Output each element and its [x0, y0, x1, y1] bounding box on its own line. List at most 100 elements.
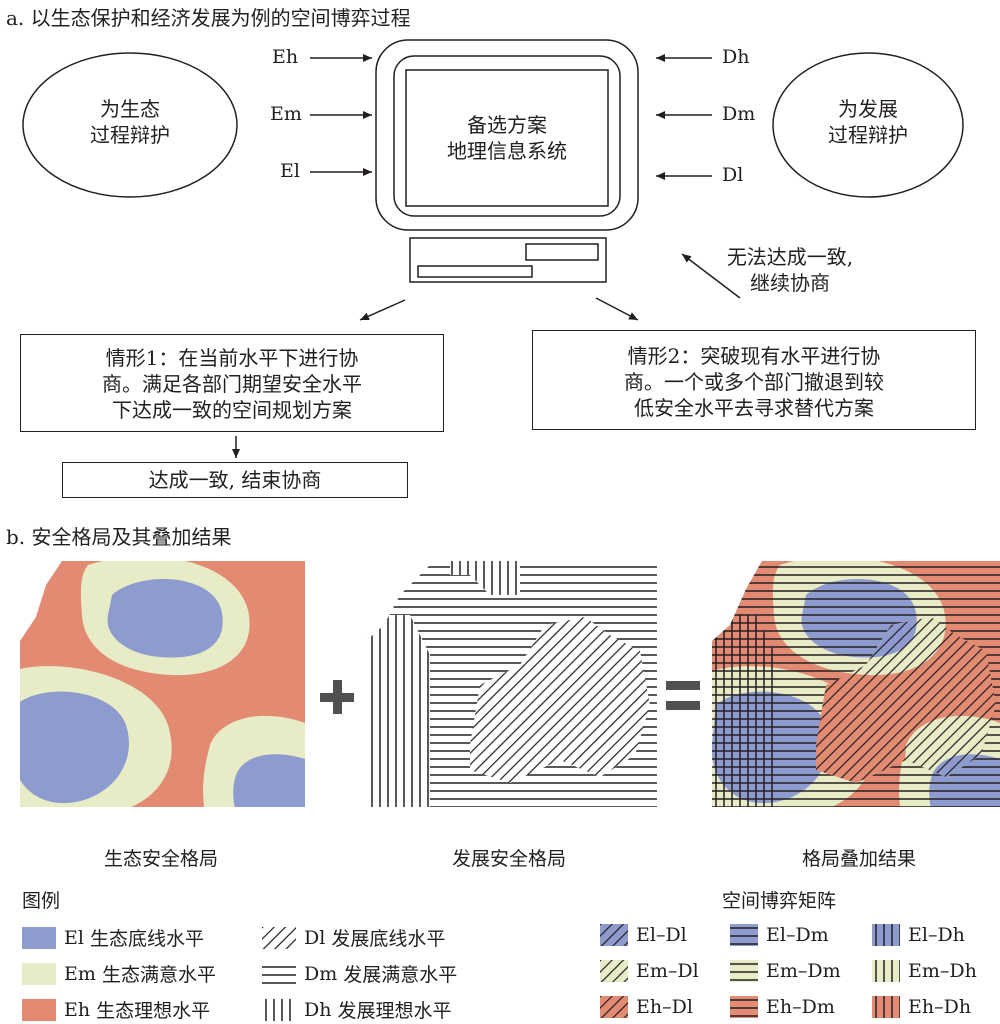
equals-icon [666, 681, 700, 710]
legend-em-code: Em [64, 962, 96, 985]
base-slot-1 [525, 243, 599, 261]
eco-bubble-line-2: 过程辩护 [90, 123, 170, 147]
swatch-dm [262, 962, 296, 985]
legend-el: El 生态底线水平 [22, 924, 204, 951]
case2-line-1: 情形2：突破现有水平进行协 [627, 344, 881, 368]
matrix-em-dl-label: Em–Dl [636, 960, 699, 982]
plus-icon [320, 680, 354, 714]
legend-em-text: 生态满意水平 [101, 964, 216, 986]
swatch-el [22, 926, 56, 949]
case1-line-2: 商。满足各部门期望安全水平 [102, 372, 362, 396]
legend-el-code: El [64, 926, 84, 949]
eco-security-map [20, 561, 305, 807]
case2-line-3: 低安全水平去寻求替代方案 [634, 396, 874, 420]
eco-bubble [22, 52, 238, 198]
legend-eh-code: Eh [64, 998, 91, 1021]
arrow-to-case1 [359, 299, 406, 321]
input-eh: Eh [272, 46, 299, 68]
arrow-loop [681, 253, 741, 299]
swatch-em-dh [872, 960, 900, 982]
eco-map-caption: 生态安全格局 [104, 848, 219, 870]
matrix-el-dh: El–Dh [872, 924, 965, 946]
swatch-el-dl [600, 924, 628, 946]
base-slot-2 [417, 265, 533, 278]
legend-dl-text: 发展底线水平 [331, 928, 446, 950]
legend-dh-text: 发展理想水平 [337, 1000, 452, 1022]
dev-bubble-line-2: 过程辩护 [828, 123, 908, 147]
panel-a-title: a. 以生态保护和经济发展为例的空间博弈过程 [6, 6, 411, 30]
matrix-em-dl: Em–Dl [600, 960, 699, 982]
matrix-eh-dh: Eh–Dh [872, 996, 971, 1018]
computer-text-line-1: 备选方案 [467, 113, 547, 137]
legend-eh-text: 生态理想水平 [96, 1000, 211, 1022]
matrix-eh-dl-label: Eh–Dl [636, 996, 693, 1018]
loop-text-line-1: 无法达成一致, [726, 245, 854, 269]
monitor-bezel [393, 55, 621, 217]
result-box: 达成一致, 结束协商 [62, 462, 408, 498]
matrix-el-dl-label: El–Dl [636, 924, 687, 946]
legend-dm: Dm 发展满意水平 [262, 960, 457, 987]
matrix-eh-dh-label: Eh–Dh [908, 996, 972, 1018]
case1-text: 情形1：在当前水平下进行协 商。满足各部门期望安全水平 下达成一致的空间规划方案 [21, 345, 443, 423]
matrix-el-dm: El–Dm [730, 924, 829, 946]
matrix-title: 空间博弈矩阵 [722, 890, 837, 912]
matrix-em-dm: Em–Dm [730, 960, 841, 982]
computer-base [409, 237, 607, 283]
dev-bubble-line-1: 为发展 [838, 97, 898, 121]
swatch-el-dm [730, 924, 758, 946]
dev-map-caption: 发展安全格局 [452, 848, 567, 870]
matrix-em-dm-label: Em–Dm [766, 960, 841, 982]
matrix-eh-dm: Eh–Dm [730, 996, 835, 1018]
input-dh: Dh [722, 46, 750, 68]
matrix-em-dh-label: Em–Dh [908, 960, 977, 982]
legend-dm-code: Dm [304, 962, 338, 985]
legend-eh: Eh 生态理想水平 [22, 996, 210, 1023]
input-dl: Dl [722, 164, 744, 186]
dev-bubble-text: 为发展 过程辩护 [772, 96, 964, 148]
matrix-el-dl: El–Dl [600, 924, 687, 946]
result-text: 达成一致, 结束协商 [148, 468, 322, 492]
dev-bubble [772, 52, 964, 198]
swatch-em-dm [730, 960, 758, 982]
loop-text: 无法达成一致, 继续协商 [700, 244, 880, 296]
case2-text: 情形2：突破现有水平进行协 商。一个或多个部门撤退到较 低安全水平去寻求替代方案 [533, 343, 975, 421]
panel-b-title: b. 安全格局及其叠加结果 [6, 525, 232, 549]
monitor-screen [405, 69, 609, 207]
overlay-result-map [712, 561, 1000, 807]
computer-text: 备选方案 地理信息系统 [406, 112, 608, 164]
swatch-eh [22, 998, 56, 1021]
case1-line-3: 下达成一致的空间规划方案 [112, 398, 352, 422]
legend-el-text: 生态底线水平 [90, 928, 205, 950]
eco-bubble-line-1: 为生态 [100, 97, 160, 121]
loop-text-line-2: 继续协商 [750, 271, 830, 295]
matrix-eh-dl: Eh–Dl [600, 996, 693, 1018]
panel-a-diagram [22, 39, 964, 458]
eco-bubble-text: 为生态 过程辩护 [24, 96, 236, 148]
input-dm: Dm [722, 103, 756, 125]
swatch-em-dl [600, 960, 628, 982]
input-el: El [280, 160, 300, 182]
legend-em: Em 生态满意水平 [22, 960, 216, 987]
legend-title: 图例 [22, 890, 61, 912]
matrix-eh-dm-label: Eh–Dm [766, 996, 835, 1018]
legend-dh: Dh 发展理想水平 [262, 996, 452, 1023]
case1-line-1: 情形1：在当前水平下进行协 [105, 346, 359, 370]
swatch-eh-dl [600, 996, 628, 1018]
case2-box: 情形2：突破现有水平进行协 商。一个或多个部门撤退到较 低安全水平去寻求替代方案 [532, 330, 976, 430]
matrix-el-dh-label: El–Dh [908, 924, 965, 946]
computer-text-line-2: 地理信息系统 [447, 139, 567, 163]
swatch-dh [262, 998, 296, 1021]
case2-line-2: 商。一个或多个部门撤退到较 [624, 370, 884, 394]
swatch-em [22, 962, 56, 985]
legend-dl: Dl 发展底线水平 [262, 924, 445, 951]
input-em: Em [270, 103, 302, 125]
legend-dh-code: Dh [304, 998, 332, 1021]
arrow-to-case2 [595, 297, 639, 321]
case1-box: 情形1：在当前水平下进行协 商。满足各部门期望安全水平 下达成一致的空间规划方案 [20, 334, 444, 432]
swatch-eh-dh [872, 996, 900, 1018]
swatch-el-dh [872, 924, 900, 946]
legend-dl-code: Dl [304, 926, 326, 949]
swatch-eh-dm [730, 996, 758, 1018]
matrix-em-dh: Em–Dh [872, 960, 977, 982]
maps [20, 561, 1000, 807]
